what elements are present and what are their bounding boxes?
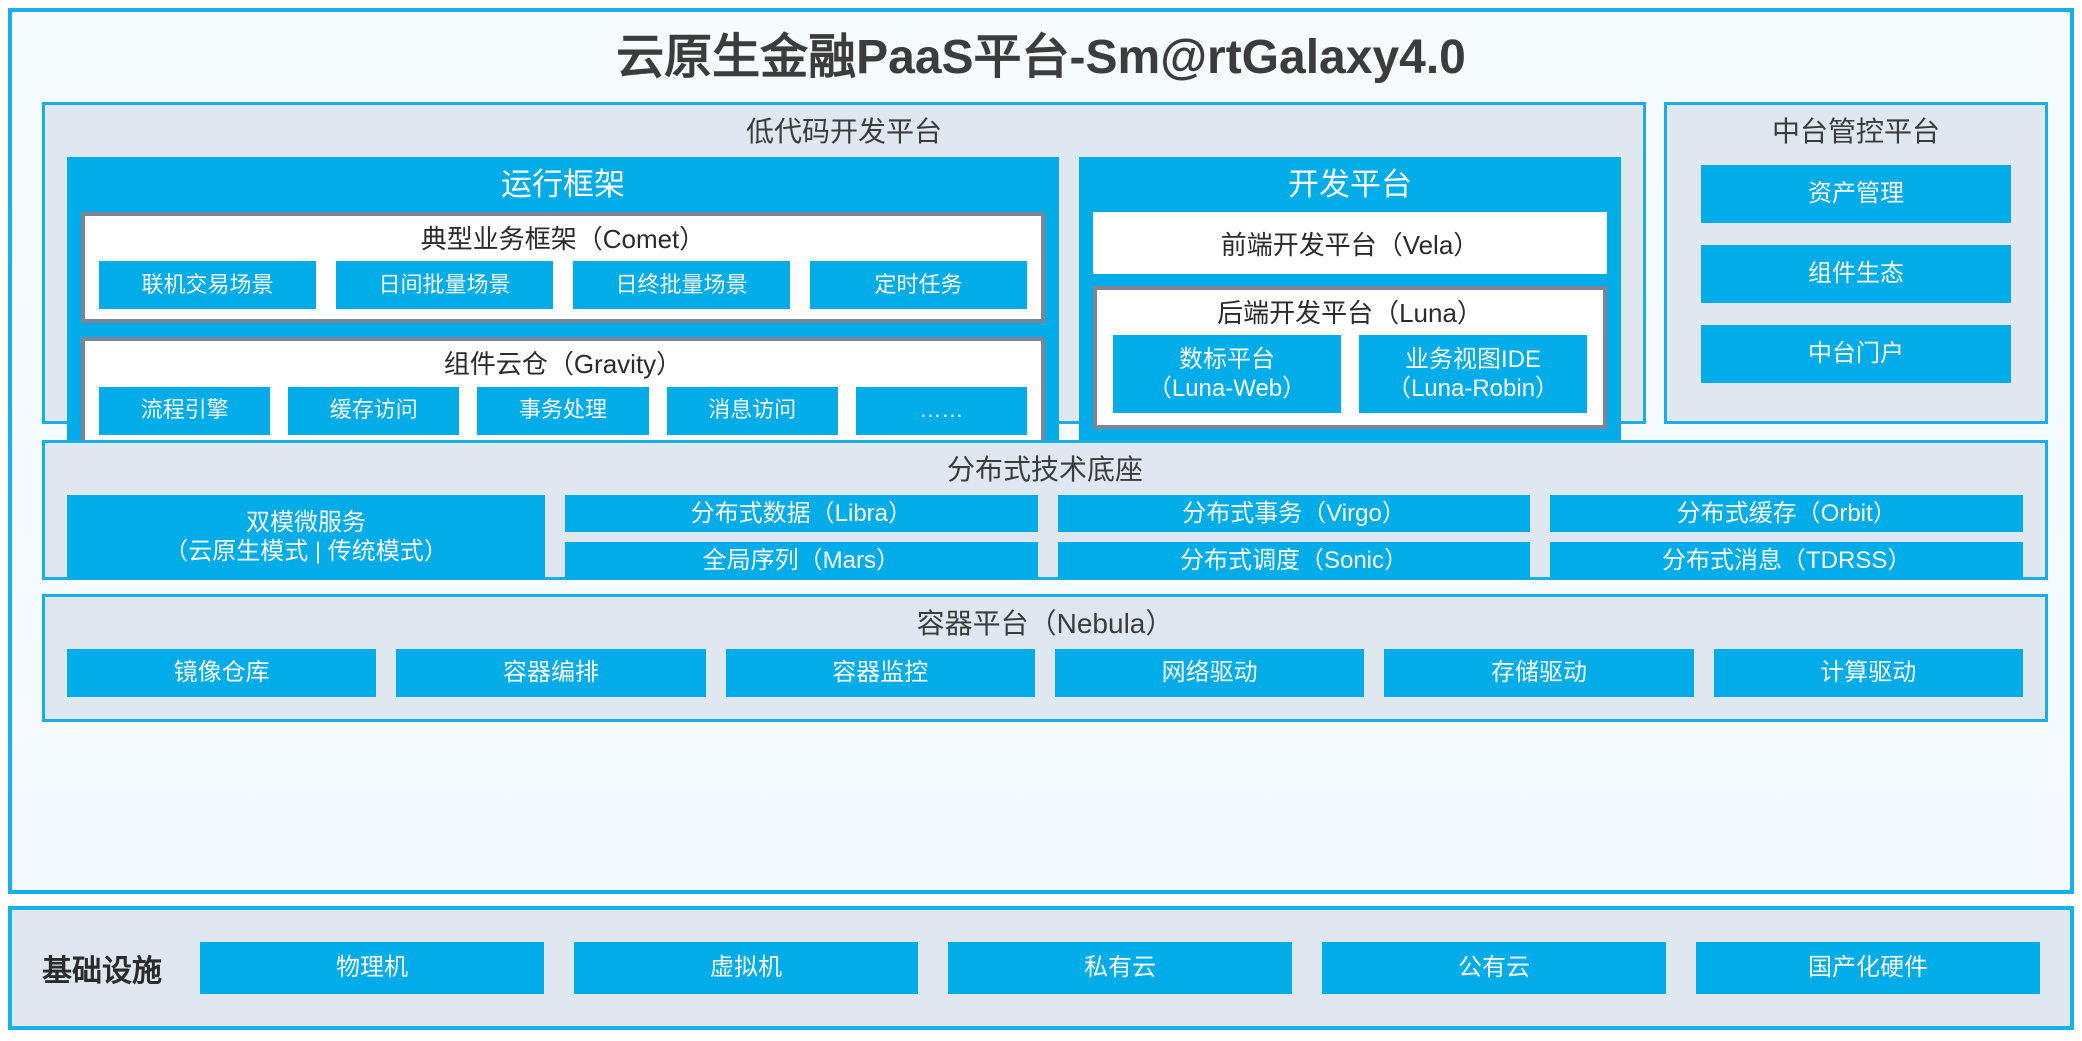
- container-platform-body: 镜像仓库 容器编排 容器监控 网络驱动 存储驱动 计算驱动: [45, 648, 2045, 713]
- tile-dual-mode-microservice[interactable]: 双模微服务 （云原生模式 | 传统模式）: [67, 494, 545, 580]
- tile-distributed-data-libra[interactable]: 分布式数据（Libra）: [565, 494, 1038, 532]
- tile-network-driver[interactable]: 网络驱动: [1054, 648, 1365, 697]
- tile-gravity-item[interactable]: 消息访问: [666, 386, 838, 435]
- card-comet: 典型业务框架（Comet） 联机交易场景 日间批量场景 日终批量场景 定时任务: [81, 212, 1045, 324]
- midoffice-platform-title: 中台管控平台: [1771, 116, 1940, 147]
- box-runtime-framework: 运行框架 典型业务框架（Comet） 联机交易场景 日间批量场景 日终批量场景 …: [67, 156, 1059, 463]
- tile-domestic-hardware[interactable]: 国产化硬件: [1696, 942, 2040, 994]
- tile-physical-machine[interactable]: 物理机: [200, 942, 544, 994]
- tile-gravity-item[interactable]: 流程引擎: [99, 386, 271, 435]
- tile-comet-item[interactable]: 定时任务: [810, 261, 1027, 310]
- tile-distributed-transaction-virgo[interactable]: 分布式事务（Virgo）: [1057, 494, 1531, 532]
- card-luna: 后端开发平台（Luna） 数标平台 （Luna-Web） 业务视图IDE （Lu…: [1093, 286, 1607, 430]
- tile-component-ecosystem[interactable]: 组件生态: [1701, 244, 2011, 303]
- tile-gravity-item-ellipsis[interactable]: ……: [855, 386, 1028, 435]
- tile-comet-item[interactable]: 联机交易场景: [99, 261, 316, 310]
- panel-infrastructure: 基础设施 物理机 虚拟机 私有云 公有云 国产化硬件: [8, 906, 2074, 1030]
- distributed-base-body: 双模微服务 （云原生模式 | 传统模式） 分布式数据（Libra） 全局序列（M…: [45, 494, 2045, 596]
- tile-asset-management[interactable]: 资产管理: [1701, 164, 2011, 223]
- lowcode-body: 运行框架 典型业务框架（Comet） 联机交易场景 日间批量场景 日终批量场景 …: [45, 156, 1643, 483]
- tile-image-registry[interactable]: 镜像仓库: [67, 648, 377, 697]
- tile-luna-robin-line1: 业务视图IDE: [1404, 346, 1541, 374]
- tile-comet-item[interactable]: 日间批量场景: [336, 261, 553, 310]
- tile-virtual-machine[interactable]: 虚拟机: [574, 942, 918, 994]
- tile-luna-web-line1: 数标平台: [1179, 346, 1275, 374]
- lowcode-platform-title: 低代码开发平台: [745, 116, 942, 147]
- tile-comet-item[interactable]: 日终批量场景: [573, 261, 790, 310]
- development-platform-title: 开发平台: [1288, 166, 1412, 202]
- tile-luna-robin[interactable]: 业务视图IDE （Luna-Robin）: [1359, 335, 1587, 414]
- panel-lowcode-platform: 低代码开发平台 运行框架 典型业务框架（Comet） 联机交易场景 日间批量场景…: [42, 102, 1646, 463]
- tile-dual-mode-microservice-line2: （云原生模式 | 传统模式）: [164, 537, 448, 565]
- tile-storage-driver[interactable]: 存储驱动: [1384, 648, 1694, 697]
- tile-container-monitoring[interactable]: 容器监控: [725, 648, 1035, 697]
- infrastructure-tiles: 物理机 虚拟机 私有云 公有云 国产化硬件: [200, 942, 2040, 994]
- comet-tile-row: 联机交易场景 日间批量场景 日终批量场景 定时任务: [95, 261, 1031, 310]
- card-gravity: 组件云仓（Gravity） 流程引擎 缓存访问 事务处理 消息访问 ……: [81, 337, 1045, 449]
- tile-luna-web[interactable]: 数标平台 （Luna-Web）: [1113, 335, 1341, 414]
- card-vela[interactable]: 前端开发平台（Vela）: [1093, 212, 1607, 275]
- distributed-column-3: 分布式缓存（Orbit） 分布式消息（TDRSS）: [1550, 494, 2024, 580]
- luna-title: 后端开发平台（Luna）: [1217, 298, 1483, 329]
- tile-private-cloud[interactable]: 私有云: [948, 942, 1292, 994]
- tile-gravity-item[interactable]: 事务处理: [477, 386, 649, 435]
- container-platform-title: 容器平台（Nebula）: [916, 608, 1174, 639]
- tile-distributed-message-tdrss[interactable]: 分布式消息（TDRSS）: [1550, 541, 2024, 580]
- gravity-title: 组件云仓（Gravity）: [443, 349, 683, 380]
- tile-distributed-cache-orbit[interactable]: 分布式缓存（Orbit）: [1550, 494, 2024, 532]
- panel-distributed-base: 分布式技术底座 双模微服务 （云原生模式 | 传统模式） 分布式数据（Libra…: [42, 440, 2048, 580]
- tile-compute-driver[interactable]: 计算驱动: [1713, 648, 2023, 697]
- tile-global-sequence-mars[interactable]: 全局序列（Mars）: [565, 541, 1038, 580]
- panel-container-platform: 容器平台（Nebula） 镜像仓库 容器编排 容器监控 网络驱动 存储驱动 计算…: [42, 594, 2048, 722]
- midoffice-body: 资产管理 组件生态 中台门户: [1667, 157, 2045, 421]
- runtime-framework-title: 运行框架: [501, 166, 625, 202]
- tile-container-orchestration[interactable]: 容器编排: [396, 648, 706, 697]
- tile-distributed-scheduling-sonic[interactable]: 分布式调度（Sonic）: [1057, 541, 1531, 580]
- infrastructure-label: 基础设施: [42, 955, 162, 988]
- distributed-column-1: 分布式数据（Libra） 全局序列（Mars）: [565, 494, 1038, 580]
- tile-dual-mode-microservice-line1: 双模微服务: [246, 508, 366, 536]
- comet-title: 典型业务框架（Comet）: [420, 224, 706, 255]
- tile-luna-robin-line2: （Luna-Robin）: [1386, 375, 1560, 403]
- tile-gravity-item[interactable]: 缓存访问: [288, 386, 460, 435]
- page-title: 云原生金融PaaS平台-Sm@rtGalaxy4.0: [616, 31, 1466, 84]
- distributed-column-2: 分布式事务（Virgo） 分布式调度（Sonic）: [1057, 494, 1531, 580]
- tile-midoffice-portal[interactable]: 中台门户: [1701, 324, 2011, 383]
- gravity-tile-row: 流程引擎 缓存访问 事务处理 消息访问 ……: [95, 386, 1031, 435]
- luna-tile-row: 数标平台 （Luna-Web） 业务视图IDE （Luna-Robin）: [1109, 335, 1591, 414]
- panel-midoffice-platform: 中台管控平台 资产管理 组件生态 中台门户: [1664, 102, 2048, 424]
- platform-main-frame: 云原生金融PaaS平台-Sm@rtGalaxy4.0 低代码开发平台 运行框架 …: [8, 8, 2074, 894]
- tile-luna-web-line2: （Luna-Web）: [1147, 375, 1307, 403]
- distributed-microservice-wrap: 双模微服务 （云原生模式 | 传统模式）: [67, 494, 545, 580]
- row-lowcode-and-midoffice: 低代码开发平台 运行框架 典型业务框架（Comet） 联机交易场景 日间批量场景…: [42, 102, 2048, 463]
- box-development-platform: 开发平台 前端开发平台（Vela） 后端开发平台（Luna） 数标平台 （Lun…: [1079, 156, 1621, 463]
- tile-public-cloud[interactable]: 公有云: [1322, 942, 1666, 994]
- distributed-base-title: 分布式技术底座: [946, 454, 1143, 485]
